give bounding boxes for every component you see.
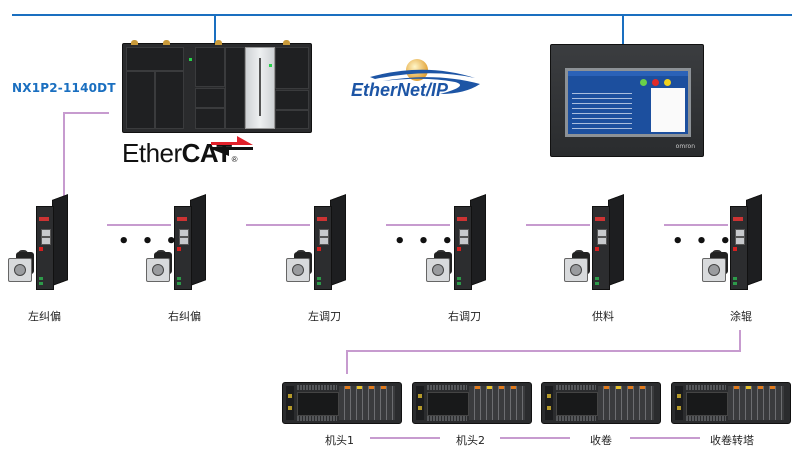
ethercat-return-drop <box>739 330 741 352</box>
servo-drive <box>730 194 762 290</box>
plc-ethercat-link <box>63 112 109 114</box>
ethernet-ip-logo-text: EtherNet/IP <box>351 80 449 100</box>
plc-ethernet-drop-line <box>214 14 216 44</box>
ethercat-segment <box>107 224 171 226</box>
servo-motor <box>146 250 174 282</box>
ellipsis-dots: • • • <box>672 231 735 252</box>
ellipsis-dots: • • • <box>394 231 457 252</box>
ethernet-ip-bus-line <box>12 14 792 16</box>
ethercat-segment <box>246 224 310 226</box>
servo-drive <box>454 194 486 290</box>
io-module-head-1 <box>282 382 402 424</box>
servo-motor <box>286 250 314 282</box>
ethercat-arrow-icon <box>211 136 253 156</box>
io-link-segment <box>500 437 570 439</box>
ethercat-segment <box>664 224 728 226</box>
ethernet-ip-logo: EtherNet/IP <box>351 59 480 100</box>
servo-motor <box>564 250 592 282</box>
io-module-head-2 <box>412 382 532 424</box>
io-module-label: 机头1 <box>325 434 354 447</box>
ellipsis-dots: • • • <box>118 231 181 252</box>
io-module-label: 收卷 <box>590 434 612 447</box>
hmi-ethernet-drop-line <box>622 14 624 45</box>
io-module-rewind <box>541 382 661 424</box>
servo-motor <box>702 250 730 282</box>
servo-drive <box>314 194 346 290</box>
servo-drive <box>174 194 206 290</box>
servo-axis-label: 右调刀 <box>448 310 481 323</box>
servo-motor <box>8 250 36 282</box>
servo-drive <box>36 194 68 290</box>
ethercat-return-line <box>346 350 741 352</box>
io-link-segment <box>630 437 700 439</box>
io-module-label: 收卷转塔 <box>710 434 754 447</box>
ethercat-io-drop <box>346 350 348 374</box>
hmi-brand-label: omron <box>675 143 695 150</box>
servo-axis-right-correction <box>146 194 206 290</box>
plc-model-label: NX1P2-1140DT <box>12 81 116 95</box>
servo-axis-label: 左纠偏 <box>28 310 61 323</box>
servo-axis-label: 涂辊 <box>730 310 752 323</box>
servo-axis-label: 左调刀 <box>308 310 341 323</box>
ethercat-segment <box>386 224 450 226</box>
servo-axis-coating-roller <box>702 194 762 290</box>
hmi-touch-panel: omron <box>550 44 704 157</box>
io-module-rewind-turret <box>671 382 791 424</box>
servo-axis-left-correction <box>8 194 68 290</box>
servo-axis-label: 供料 <box>592 310 614 323</box>
plc-controller <box>122 40 312 133</box>
hmi-screen <box>565 68 691 137</box>
servo-axis-label: 右纠偏 <box>168 310 201 323</box>
servo-axis-feed <box>564 194 624 290</box>
servo-axis-right-knife <box>426 194 486 290</box>
plc-power-unit <box>245 47 275 129</box>
io-link-segment <box>370 437 440 439</box>
servo-drive <box>592 194 624 290</box>
servo-motor <box>426 250 454 282</box>
io-module-label: 机头2 <box>456 434 485 447</box>
ethercat-segment <box>526 224 590 226</box>
plc-ethercat-drop <box>63 112 65 198</box>
servo-axis-left-knife <box>286 194 346 290</box>
